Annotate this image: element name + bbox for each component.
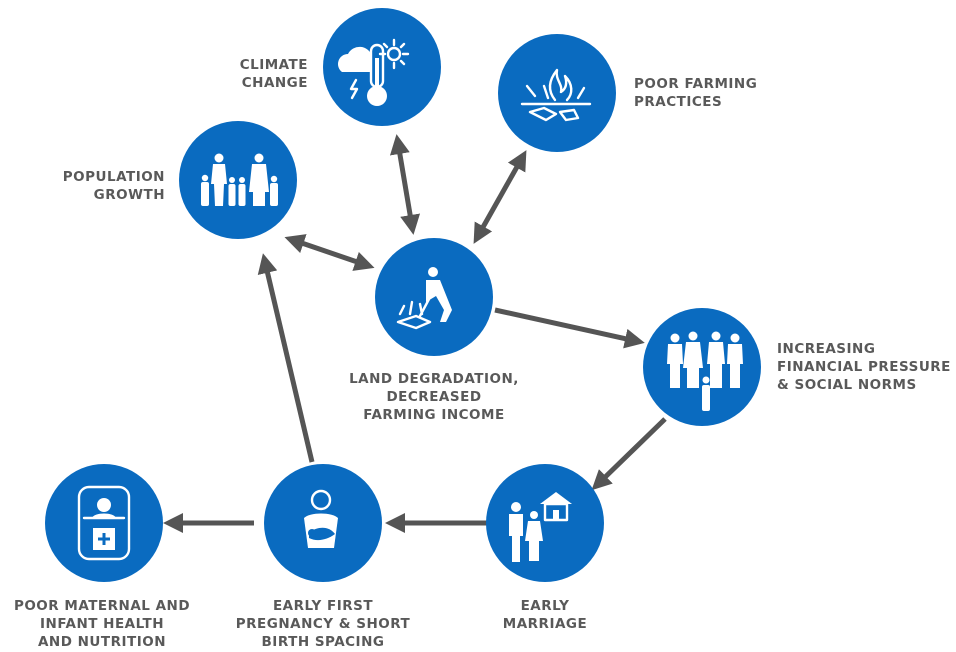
couple-house-icon (509, 492, 572, 562)
node-poor-health-circle (45, 464, 163, 582)
node-early-pregnancy (264, 464, 382, 582)
node-population-growth (179, 121, 297, 239)
label-poor-health: POOR MATERNAL AND INFANT HEALTH AND NUTR… (13, 598, 191, 650)
label-climate-change: CLIMATE CHANGE (239, 57, 308, 91)
node-population-growth-circle (179, 121, 297, 239)
node-financial-pressure (643, 308, 761, 426)
node-poor-health (45, 464, 163, 582)
label-early-marriage: EARLY MARRIAGE (502, 598, 588, 632)
community-group-icon (667, 331, 743, 411)
thermometer-storm-sun-icon (338, 38, 410, 106)
farmer-hoeing-icon (396, 267, 452, 330)
mother-baby-icon (304, 489, 338, 548)
incubator-icon (77, 485, 131, 561)
label-poor-farming: POOR FARMING PRACTICES (634, 76, 758, 110)
burning-field-icon (520, 68, 592, 122)
edge-land-financial (494, 307, 645, 349)
label-financial-pressure: INCREASING FINANCIAL PRESSURE & SOCIAL N… (777, 341, 951, 393)
node-poor-farming-circle (498, 34, 616, 152)
label-population-growth: POPULATION GROWTH (62, 169, 165, 203)
node-early-marriage (486, 464, 604, 582)
edge-climate-land (389, 134, 421, 235)
node-land-degradation (375, 238, 493, 356)
label-land-degradation: LAND DEGRADATION, DECREASED FARMING INCO… (349, 371, 519, 423)
edge-farming-land (473, 150, 527, 244)
edge-financial-marriage (591, 417, 667, 491)
label-early-pregnancy: EARLY FIRST PREGNANCY & SHORT BIRTH SPAC… (235, 598, 411, 650)
edge-pregnancy-population (257, 253, 315, 463)
node-poor-farming (498, 34, 616, 152)
edges (163, 134, 667, 533)
node-climate-change (323, 8, 441, 126)
family-icon (201, 153, 278, 206)
edge-population-land (284, 234, 375, 271)
node-early-marriage-circle (486, 464, 604, 582)
